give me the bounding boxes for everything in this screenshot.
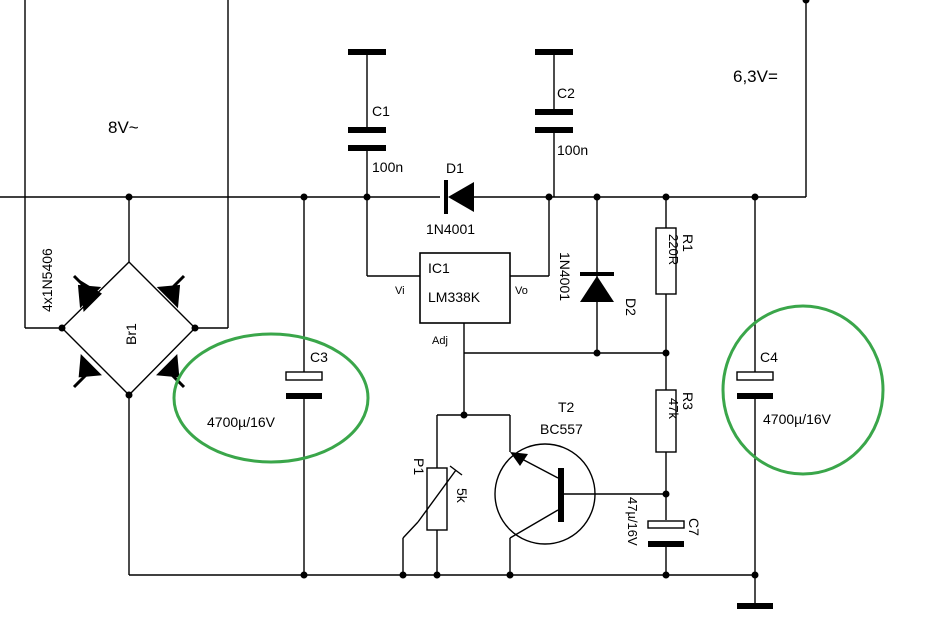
highlight-c4-ellipse	[721, 304, 885, 476]
r3-value-label: 47k	[666, 398, 681, 419]
ic1-pin-out-label: Vo	[515, 285, 528, 297]
bridge-part-label: 4x1N5406	[39, 248, 55, 312]
d2-ref-label: D2	[623, 298, 639, 316]
ground-rail	[128, 395, 773, 609]
c4-value-label: 4700µ/16V	[763, 411, 832, 427]
bridge-ref-label: Br1	[123, 323, 139, 345]
d1-part-label: 1N4001	[426, 221, 475, 237]
positive-rail	[0, 0, 807, 262]
ic1-ref-label: IC1	[428, 260, 450, 276]
capacitor-c2	[510, 49, 573, 277]
ic1-part-label: LM338K	[428, 289, 481, 305]
p1-value-label: 5k	[454, 488, 470, 504]
d2-part-label: 1N4001	[557, 252, 573, 301]
p1-ref-label: P1	[411, 458, 427, 475]
capacitor-c4	[736, 197, 774, 575]
resistor-r1	[655, 197, 677, 390]
t2-ref-label: T2	[558, 399, 575, 415]
junction-dots	[58, 0, 810, 579]
resistor-r3	[655, 389, 677, 520]
c7-ref-label: C7	[686, 518, 702, 536]
c2-ref-label: C2	[557, 85, 575, 101]
ic1-pin-in-label: Vi	[395, 285, 405, 297]
highlight-c3-ellipse	[172, 332, 370, 464]
c1-ref-label: C1	[372, 103, 390, 119]
diode-d1	[440, 180, 474, 214]
capacitor-c1	[348, 49, 420, 277]
r1-value-label: 220R	[666, 234, 681, 265]
transistor-t2	[494, 415, 666, 575]
c7-value-label: 47µ/16V	[625, 497, 640, 546]
ac-input-wires	[24, 0, 229, 329]
capacitor-c7	[647, 520, 685, 575]
c1-value-label: 100n	[372, 159, 403, 175]
c4-ref-label: C4	[760, 349, 778, 365]
capacitor-c3	[285, 197, 323, 575]
dc-output-voltage-label: 6,3V=	[733, 67, 778, 86]
r1-ref-label: R1	[680, 234, 696, 252]
r3-ref-label: R3	[680, 392, 696, 410]
ic1-pin-adj-label: Adj	[432, 335, 448, 347]
ac-voltage-label: 8V~	[108, 118, 139, 137]
c3-value-label: 4700µ/16V	[207, 414, 276, 430]
c3-ref-label: C3	[310, 349, 328, 365]
regulator-ic1	[419, 252, 666, 415]
c2-value-label: 100n	[557, 142, 588, 158]
t2-part-label: BC557	[540, 421, 583, 437]
d1-ref-label: D1	[446, 160, 464, 176]
diode-d2	[580, 197, 614, 353]
potentiometer-p1	[402, 414, 510, 575]
